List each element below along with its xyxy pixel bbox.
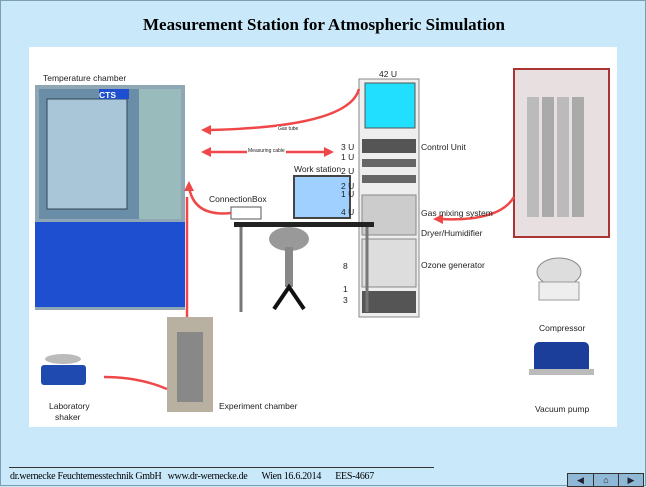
slide-title: Measurement Station for Atmospheric Simu… — [142, 15, 506, 34]
shaker-label-1: Laboratory — [49, 401, 90, 411]
home-button[interactable]: ⌂ — [593, 474, 618, 486]
temperature-chamber-label: Temperature chamber — [43, 73, 127, 83]
experiment-chamber-image — [167, 317, 213, 412]
rack-image — [358, 78, 420, 318]
control-unit-label: Control Unit — [421, 142, 466, 152]
workstation-image — [230, 175, 374, 312]
unit-label: 1 U — [341, 189, 355, 199]
temperature-chamber-image — [35, 85, 185, 310]
unit-label: 1 U — [341, 152, 355, 162]
unit-label: 8 — [343, 261, 348, 271]
connection-box-label: ConnectionBox — [209, 194, 267, 204]
cts-logo-text: CTS — [99, 90, 116, 100]
unit-label: 2 U — [341, 181, 355, 191]
next-slide-button[interactable]: ▶ — [618, 474, 643, 486]
station-diagram — [35, 68, 610, 412]
footer-divider — [9, 467, 434, 468]
unit-label: 2 U — [341, 166, 355, 176]
footer: dr.wernecke Feuchtemesstechnik GmbH www.… — [10, 471, 386, 482]
footer-company: dr.wernecke Feuchtemesstechnik GmbH — [10, 471, 162, 482]
dryer-label: Dryer/Humidifier — [421, 228, 483, 238]
rack-height-label: 42 U — [379, 69, 397, 79]
gas-cabinet-image — [513, 68, 610, 238]
vacuum-pump-image — [529, 342, 594, 375]
experiment-chamber-label: Experiment chamber — [219, 401, 298, 411]
work-station-label: Work station — [294, 164, 342, 174]
unit-label: 3 — [343, 295, 348, 305]
unit-label: 3 U — [341, 142, 355, 152]
footer-url: www.dr-wernecke.de — [167, 471, 248, 482]
slide-nav: ◀ ⌂ ▶ — [567, 473, 644, 487]
gas-tube-label: Gas tube — [277, 126, 300, 132]
footer-doc-id: EES-4667 — [335, 471, 374, 482]
vacuum-pump-label: Vacuum pump — [535, 404, 590, 414]
shaker-image — [41, 354, 86, 385]
prev-slide-button[interactable]: ◀ — [568, 474, 593, 486]
compressor-label: Compressor — [539, 323, 586, 333]
ozone-label: Ozone generator — [421, 260, 485, 270]
footer-place-date: Wien 16.6.2014 — [261, 471, 322, 482]
shaker-label-2: shaker — [55, 412, 81, 422]
unit-label: 4 U — [341, 207, 355, 217]
unit-label: 1 — [343, 284, 348, 294]
diagram-panel: Temperature chamber CTS Gas tube Measuri… — [29, 47, 617, 427]
measuring-cable-label: Measuring cable — [247, 148, 286, 154]
compressor-image — [536, 257, 582, 301]
gas-mixing-label: Gas mixing system — [421, 208, 493, 218]
